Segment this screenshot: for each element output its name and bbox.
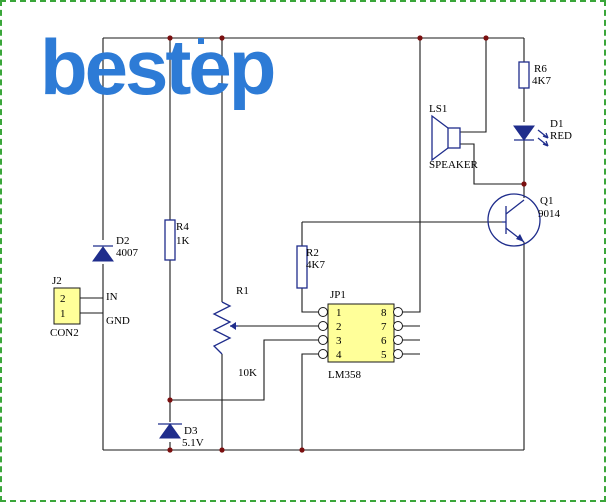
- j2-label: J2: [52, 275, 62, 287]
- ls1-label: LS1: [429, 103, 447, 115]
- speaker-ls1: LS1 SPEAKER: [429, 103, 479, 171]
- pin-4: 4: [336, 349, 342, 361]
- bestep-logo: bestep: [40, 23, 277, 111]
- r2-value: 4K7: [306, 259, 325, 271]
- wires: [80, 37, 525, 451]
- junction-dot: [219, 447, 225, 453]
- pin-3: 3: [336, 335, 342, 347]
- r2-label: R2: [306, 247, 319, 259]
- jp1-label: JP1: [330, 289, 346, 301]
- d2-value: 4007: [116, 247, 139, 259]
- speaker-label: SPEAKER: [429, 159, 479, 171]
- junction-dot: [417, 35, 423, 41]
- d3-value: 5.1V: [182, 437, 204, 449]
- d2-label: D2: [116, 235, 129, 247]
- junction-dot: [167, 447, 173, 453]
- resistor-r4: R4 1K: [164, 219, 190, 261]
- junction-dot: [167, 397, 173, 403]
- r1-label: R1: [236, 285, 249, 297]
- resistor-r2: R2 4K7: [296, 245, 325, 289]
- con2-label: CON2: [50, 327, 79, 339]
- r1-value: 10K: [238, 367, 257, 379]
- in-label: IN: [106, 291, 118, 303]
- d1-label: D1: [550, 118, 563, 130]
- r4-value: 1K: [176, 235, 190, 247]
- connector-j2: 2 1 J2 CON2 IN GND: [50, 275, 130, 339]
- ic-lm358: JP1 1 2 3 4 8 7 6 5 LM358: [318, 289, 403, 381]
- pin-6: 6: [381, 335, 387, 347]
- pin-2: 2: [336, 321, 342, 333]
- gnd-label: GND: [106, 315, 130, 327]
- q1-value: 9014: [538, 208, 561, 220]
- d3-label: D3: [184, 425, 198, 437]
- junction-dot: [483, 35, 489, 41]
- junction-dot: [521, 181, 527, 187]
- pin-5: 5: [381, 349, 387, 361]
- junction-dot: [167, 35, 173, 41]
- diode-d2: D2 4007: [92, 235, 139, 262]
- zener-d3: D3 5.1V: [158, 423, 204, 449]
- pin-8: 8: [381, 307, 387, 319]
- potentiometer-r1: R1 10K: [212, 285, 257, 379]
- ic-part-label: LM358: [328, 369, 362, 381]
- logo-text: bestep: [40, 23, 274, 111]
- j2-pin-2: 2: [60, 293, 66, 305]
- junction-dot: [299, 447, 305, 453]
- d1-value: RED: [550, 130, 572, 142]
- junctions: [167, 35, 527, 453]
- led-d1: D1 RED: [513, 118, 572, 147]
- junction-dot: [219, 35, 225, 41]
- r6-label: R6: [534, 63, 547, 75]
- q1-label: Q1: [540, 195, 553, 207]
- pin-7: 7: [381, 321, 387, 333]
- j2-pin-1: 1: [60, 308, 66, 320]
- r4-label: R4: [176, 221, 189, 233]
- r6-value: 4K7: [532, 75, 551, 87]
- transistor-q1: Q1 9014: [487, 193, 561, 247]
- pin-1: 1: [336, 307, 342, 319]
- resistor-r6: R6 4K7: [518, 61, 551, 89]
